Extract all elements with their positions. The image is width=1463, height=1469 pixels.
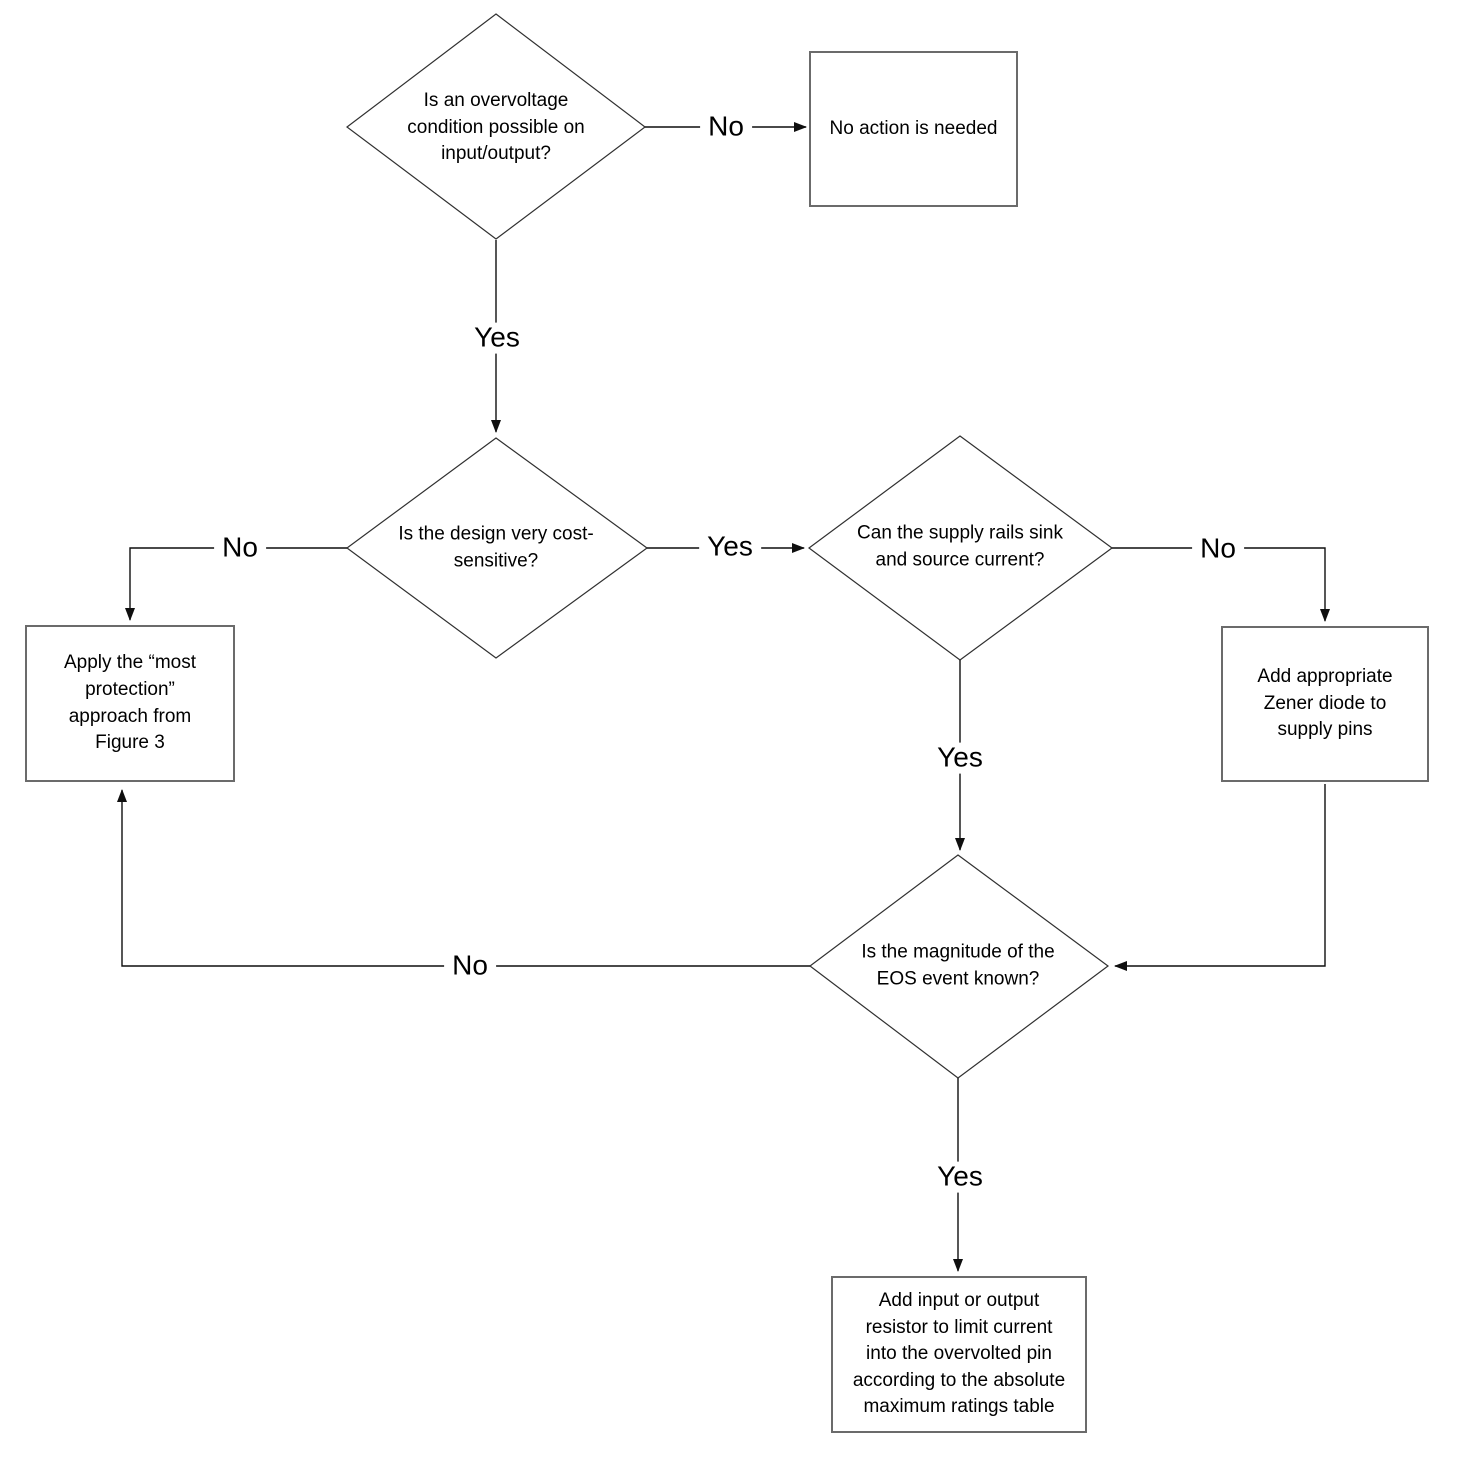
edge-cost-no-connector (125, 547, 347, 621)
process-zener-diode-node: Add appropriate Zener diode to supply pi… (1221, 626, 1429, 782)
edge-label-magnitude-yes: Yes (929, 1161, 991, 1193)
edge-label-cost-yes: Yes (699, 531, 761, 563)
decision-overvoltage-outline (346, 13, 646, 240)
edge-label-rails-no: No (1192, 533, 1244, 565)
edge-label-cost-no: No (214, 532, 266, 564)
decision-eos-magnitude-outline (809, 854, 1110, 1079)
process-limit-resistor-label: Add input or output resistor to limit cu… (852, 1290, 1066, 1418)
edge-label-overvoltage-no: No (700, 111, 752, 143)
process-no-action-node: No action is needed (809, 51, 1018, 207)
edge-magnitude-no-connector (117, 789, 810, 967)
process-most-protection-label: Apply the “most protection” approach fro… (64, 652, 196, 754)
decision-cost-sensitive-outline (345, 437, 649, 659)
process-limit-resistor-node: Add input or output resistor to limit cu… (831, 1276, 1087, 1433)
edge-zener-to-magnitude-connector (1114, 784, 1326, 971)
decision-supply-rails-outline (807, 435, 1114, 661)
edge-rails-no-connector (1112, 547, 1330, 622)
edge-label-overvoltage-yes: Yes (466, 322, 528, 354)
process-no-action-label: No action is needed (829, 117, 998, 139)
process-most-protection-node: Apply the “most protection” approach fro… (25, 625, 235, 782)
process-zener-diode-label: Add appropriate Zener diode to supply pi… (1257, 666, 1393, 741)
edge-label-rails-yes: Yes (929, 742, 991, 774)
edge-label-magnitude-no: No (444, 950, 496, 982)
